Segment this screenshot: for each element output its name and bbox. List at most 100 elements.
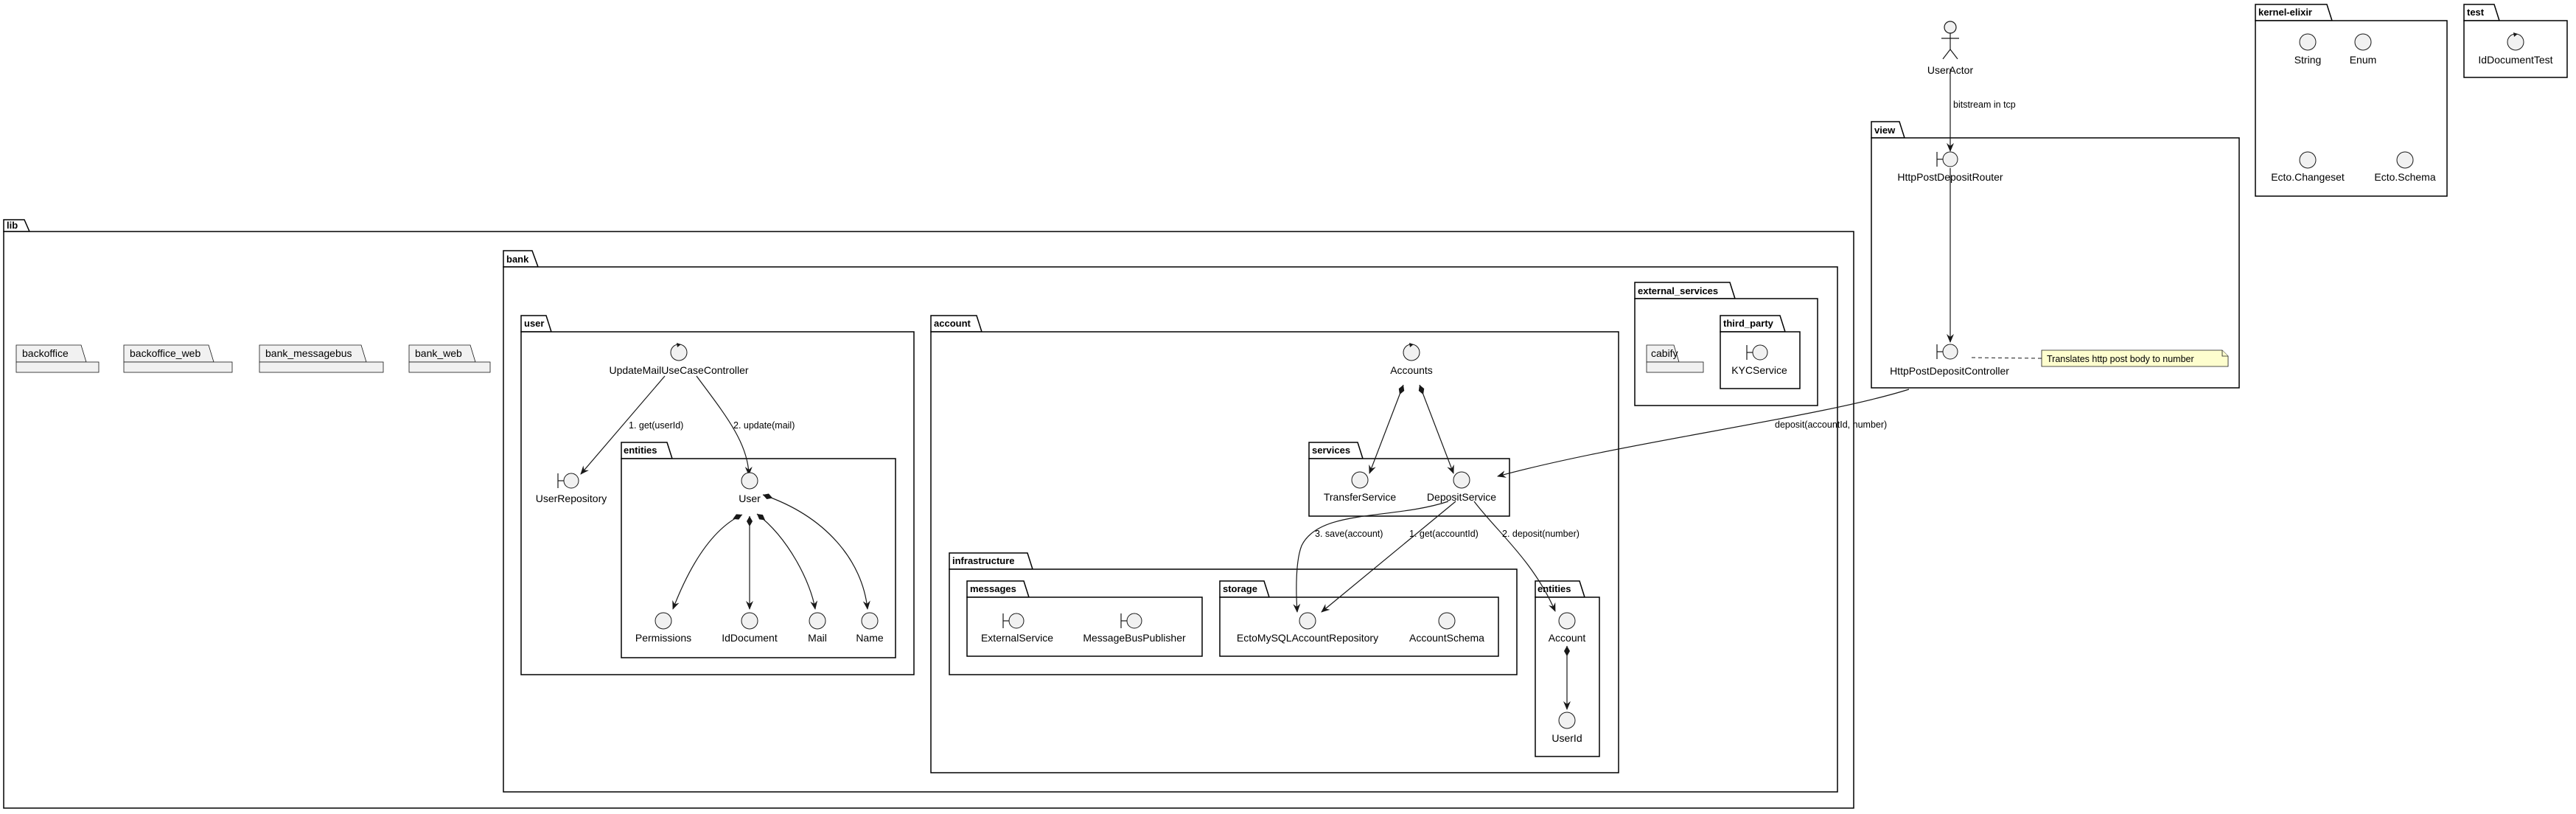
ecto-schema-label: Ecto.Schema: [2374, 171, 2435, 183]
name-label: Name: [856, 632, 884, 644]
update-mail-use-case-controller-control-icon: [670, 343, 688, 361]
edge-label-bitstream: bitstream in tcp: [1953, 100, 2016, 110]
package-third-party-title: third_party: [1723, 318, 1774, 329]
package-account: account: [930, 315, 1619, 773]
package-view: view: [1871, 121, 2240, 389]
mail-label: Mail: [808, 632, 827, 644]
ecto-mysql-account-repository-label: EctoMySQLAccountRepository: [1237, 632, 1378, 644]
id-document-entity-icon: [741, 612, 758, 630]
edge-controller-to-deposit: [1497, 389, 1910, 478]
package-lib-title: lib: [7, 220, 18, 231]
user-repository-boundary-icon: [557, 473, 579, 489]
edge-accounts-transfer: [1369, 384, 1405, 474]
deposit-service-label: DepositService: [1427, 491, 1496, 503]
permissions-entity-icon: [655, 612, 672, 630]
package-messages: messages: [966, 580, 1203, 657]
user-id-label: UserId: [1551, 732, 1582, 744]
permissions-label: Permissions: [635, 632, 691, 644]
package-backoffice-title: backoffice: [22, 347, 69, 359]
package-services-title: services: [1312, 445, 1350, 456]
edge-accounts-deposit: [1418, 384, 1454, 474]
package-messages-title: messages: [970, 583, 1016, 594]
accounts-label: Accounts: [1390, 364, 1433, 376]
http-post-deposit-controller-label: HttpPostDepositController: [1890, 365, 2009, 377]
ecto-mysql-account-repository-entity-icon: [1299, 612, 1316, 630]
kyc-service-boundary-icon: [1746, 344, 1768, 361]
edge-deposit-save: [1293, 501, 1449, 613]
package-cabify: cabify: [1646, 344, 1704, 373]
kyc-service-label: KYCService: [1731, 364, 1787, 376]
message-bus-publisher-label: MessageBusPublisher: [1083, 632, 1186, 644]
ecto-changeset-entity-icon: [2299, 151, 2317, 169]
edge-label-update-mail: 2. update(mail): [733, 420, 795, 431]
package-bank-title: bank: [506, 254, 529, 265]
id-document-test-label: IdDocumentTest: [2478, 54, 2552, 66]
edge-user-permissions: [672, 514, 743, 610]
enum-entity-icon: [2354, 33, 2372, 51]
id-document-test-control-icon: [2507, 32, 2524, 51]
package-infrastructure-title: infrastructure: [952, 555, 1015, 566]
edge-label-deposit: deposit(accountId, number): [1775, 420, 1887, 430]
package-external-services-title: external_services: [1638, 285, 1718, 296]
external-service-boundary-icon: [1002, 613, 1025, 629]
string-entity-icon: [2299, 33, 2317, 51]
note-text: Translates http post body to number: [2047, 354, 2194, 364]
edge-user-name: [762, 493, 870, 610]
user-label: User: [739, 493, 761, 504]
name-entity-icon: [861, 612, 879, 630]
edge-usecase-to-repository: [580, 375, 666, 475]
package-backoffice: backoffice: [15, 344, 100, 373]
string-label: String: [2294, 54, 2322, 66]
package-cabify-title: cabify: [1651, 347, 1678, 359]
account-entity-icon: [1558, 612, 1576, 630]
package-bank-messagebus-title: bank_messagebus: [265, 347, 352, 359]
enum-label: Enum: [2350, 54, 2377, 66]
edge-label-get-user-id: 1. get(userId): [629, 420, 683, 431]
edge-label-save: 3. save(account): [1315, 529, 1383, 539]
package-bank-web: bank_web: [408, 344, 491, 373]
package-user-title: user: [524, 318, 544, 329]
transfer-service-label: TransferService: [1324, 491, 1397, 503]
ecto-schema-entity-icon: [2396, 151, 2414, 169]
package-kernel-elixir-title: kernel-elixir: [2258, 7, 2312, 18]
package-user-entities-title: entities: [624, 445, 657, 456]
external-service-label: ExternalService: [981, 632, 1053, 644]
account-label: Account: [1549, 632, 1586, 644]
edge-label-get-account: 1. get(accountId): [1409, 529, 1479, 539]
http-post-deposit-router-boundary-icon: [1936, 151, 1958, 167]
ecto-changeset-label: Ecto.Changeset: [2271, 171, 2345, 183]
package-kernel-elixir: kernel-elixir: [2255, 4, 2448, 197]
deposit-service-entity-icon: [1453, 471, 1470, 489]
package-bank-messagebus: bank_messagebus: [259, 344, 384, 373]
package-storage-title: storage: [1223, 583, 1257, 594]
user-actor-icon: [1941, 21, 1959, 60]
edge-usecase-to-user: [696, 375, 753, 476]
user-id-entity-icon: [1558, 712, 1576, 729]
edge-deposit-get: [1321, 501, 1456, 613]
package-backoffice-web: backoffice_web: [123, 344, 233, 373]
transfer-service-entity-icon: [1351, 471, 1369, 489]
package-backoffice-web-title: backoffice_web: [130, 347, 200, 359]
mail-entity-icon: [809, 612, 826, 630]
user-repository-label: UserRepository: [536, 493, 607, 504]
edge-deposit-account: [1473, 501, 1556, 612]
account-schema-entity-icon: [1438, 612, 1456, 630]
account-schema-label: AccountSchema: [1409, 632, 1484, 644]
package-view-title: view: [1874, 125, 1896, 136]
id-document-label: IdDocument: [722, 632, 778, 644]
package-services: services: [1308, 442, 1510, 517]
note: Translates http post body to number: [2041, 349, 2229, 367]
http-post-deposit-controller-boundary-icon: [1936, 344, 1958, 360]
accounts-control-icon: [1403, 343, 1420, 361]
package-account-title: account: [934, 318, 971, 329]
edge-label-deposit-number: 2. deposit(number): [1502, 529, 1580, 539]
package-account-entities-title: entities: [1537, 583, 1571, 594]
package-bank-web-title: bank_web: [415, 347, 462, 359]
package-test-title: test: [2467, 7, 2485, 18]
user-actor-label: UserActor: [1927, 64, 1974, 76]
user-entity-icon: [741, 472, 758, 490]
message-bus-publisher-boundary-icon: [1120, 613, 1142, 629]
http-post-deposit-router-label: HttpPostDepositRouter: [1897, 171, 2003, 183]
update-mail-use-case-controller-label: UpdateMailUseCaseController: [609, 364, 748, 376]
